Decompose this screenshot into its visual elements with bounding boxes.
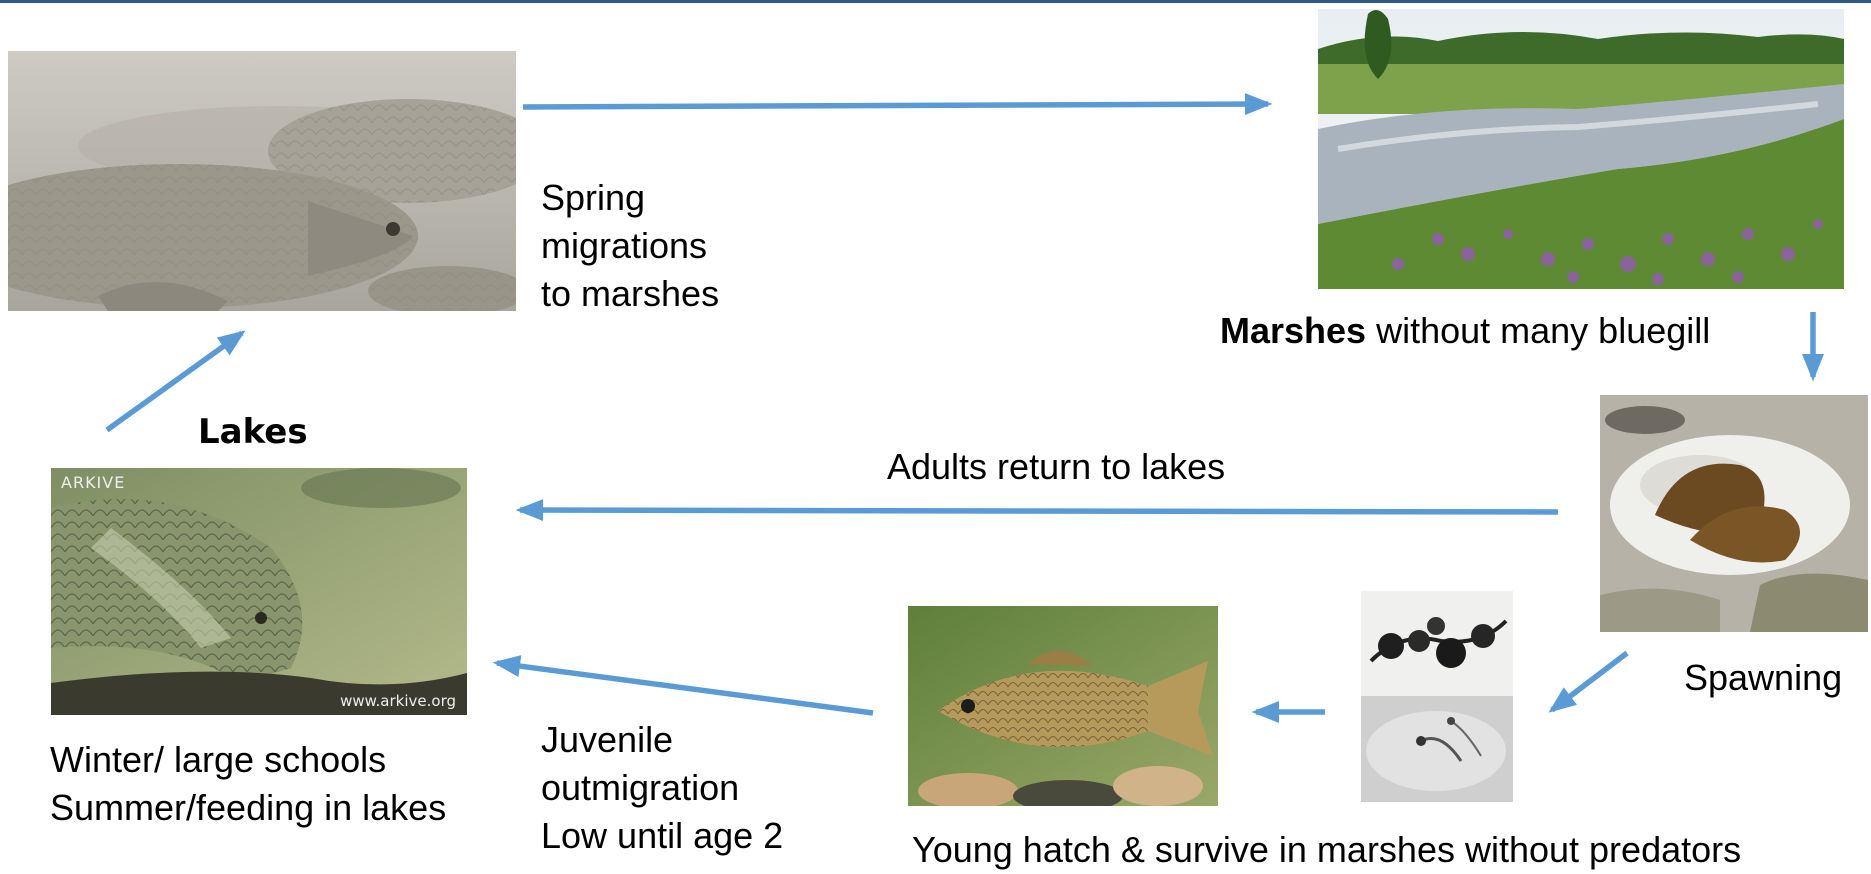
juvenile-line-2: outmigration xyxy=(541,767,740,808)
spring-line-3: to marshes xyxy=(541,273,720,314)
juvenile-carp-photo xyxy=(908,606,1218,806)
arrow-spawning-to-lake xyxy=(515,499,1559,522)
spring-line-2: migrations xyxy=(541,225,708,266)
spring-line-1: Spring xyxy=(541,177,646,218)
watermark-url: www.arkive.org xyxy=(340,692,456,710)
marshes-rest-text: without many bluegill xyxy=(1366,310,1711,351)
marsh-landscape-photo xyxy=(1318,9,1844,289)
lakes-heading: Lakes xyxy=(198,412,308,452)
young-hatch-label: Young hatch & survive in marshes without… xyxy=(912,829,1742,870)
spring-migrations-label: Spring migrations to marshes xyxy=(541,174,719,318)
eggs-larvae-photo xyxy=(1361,591,1513,802)
top-rule xyxy=(0,0,1871,3)
juvenile-line-1: Juvenile xyxy=(541,719,674,760)
marshes-label: Marshes without many bluegill xyxy=(1220,307,1710,355)
juvenile-line-3: Low until age 2 xyxy=(541,815,784,856)
carp-feeding-photo: ARKIVE www.arkive.org xyxy=(51,468,467,715)
arrow-young-to-lake xyxy=(492,655,874,716)
arrow-spawning-to-eggs xyxy=(1548,650,1629,713)
adults-return-label: Adults return to lakes xyxy=(887,446,1226,487)
carp-spawning-photo xyxy=(1600,395,1868,632)
summer-line: Summer/feeding in lakes xyxy=(50,787,447,828)
juvenile-outmigration-label: Juvenile outmigration Low until age 2 xyxy=(541,716,783,860)
spawning-label: Spawning xyxy=(1684,657,1843,698)
winter-line: Winter/ large schools xyxy=(50,739,387,780)
carp-swimming-photo xyxy=(8,51,516,311)
marshes-bold-text: Marshes xyxy=(1220,310,1367,351)
arrow-lake-to-marsh xyxy=(522,93,1273,116)
lakes-season-label: Winter/ large schools Summer/feeding in … xyxy=(50,736,446,832)
watermark-brand: ARKIVE xyxy=(61,473,125,492)
